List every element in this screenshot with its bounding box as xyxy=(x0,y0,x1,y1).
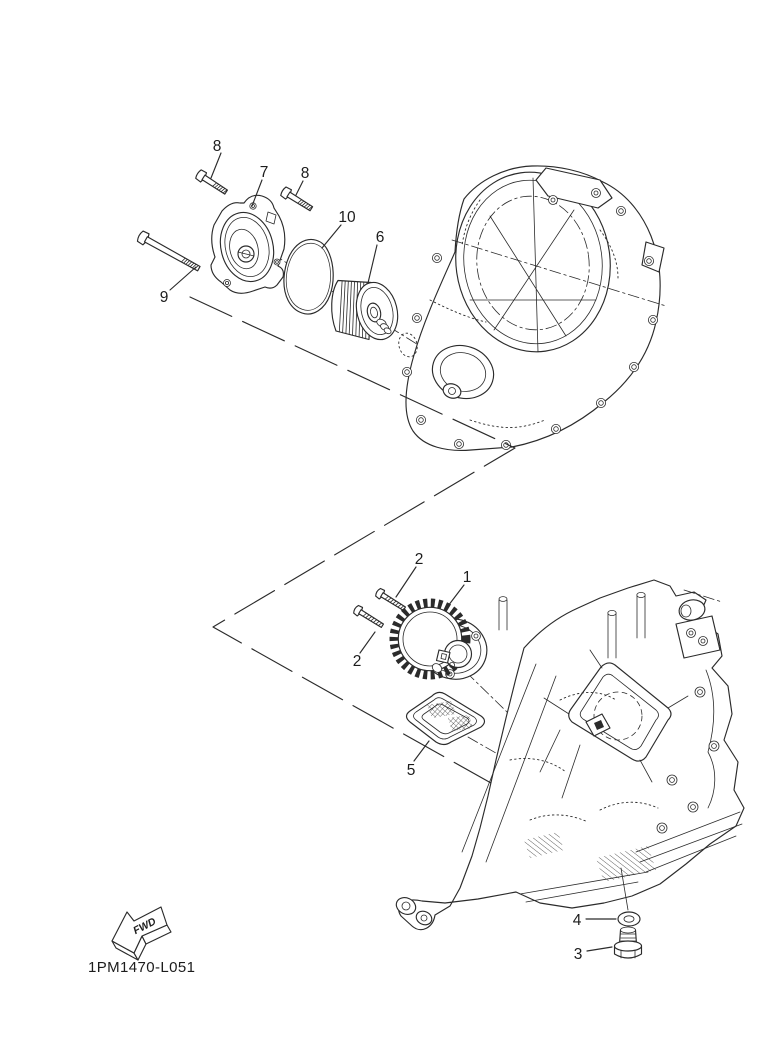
pump-drive-gear xyxy=(389,598,471,680)
callout-2-lower: 2 xyxy=(353,653,362,670)
callout-8-right: 8 xyxy=(301,165,310,182)
callout-leader-lines xyxy=(169,152,617,952)
drain-washer xyxy=(617,911,641,927)
oil-filter-element xyxy=(331,279,399,341)
callout-10: 10 xyxy=(338,209,356,226)
cylinder-studs xyxy=(498,592,646,659)
fwd-arrow-icon xyxy=(111,906,168,954)
callout-7: 7 xyxy=(260,164,269,181)
drain-plug-parts xyxy=(613,867,643,959)
cover-top-bracket xyxy=(535,167,613,209)
callout-3: 3 xyxy=(574,946,583,963)
callout-2-upper: 2 xyxy=(415,551,424,568)
sump-grill-hatch xyxy=(524,832,564,858)
sump-grill-hatch xyxy=(596,846,656,882)
strainer-mesh-patch xyxy=(427,701,456,718)
engine-mount-block xyxy=(675,615,721,659)
oil-pump-assembly xyxy=(389,598,488,680)
oil-strainer-screen xyxy=(405,691,486,746)
drain-bolt xyxy=(613,926,643,959)
fwd-marker: FWD xyxy=(111,906,172,961)
cylinder-opening xyxy=(568,662,672,762)
callout-4: 4 xyxy=(573,912,582,929)
callout-9: 9 xyxy=(160,289,169,306)
strainer-mesh-patch xyxy=(448,715,473,731)
filter-seat xyxy=(398,332,418,358)
group-divider-line xyxy=(189,296,533,807)
pump-screw-lower xyxy=(353,604,384,628)
callout-5: 5 xyxy=(407,762,416,779)
crankcase-drawing xyxy=(395,579,745,931)
callout-6: 6 xyxy=(376,229,385,246)
crankcase-cover-drawing xyxy=(398,165,667,451)
callout-8-upper: 8 xyxy=(213,138,222,155)
callout-1: 1 xyxy=(463,569,472,586)
oil-pump-cover xyxy=(210,194,286,294)
bolt-8-upper xyxy=(195,169,229,195)
diagram-code: 1PM1470-L051 xyxy=(88,959,195,976)
bolt-9-long xyxy=(136,230,201,272)
callout-labels: 8 7 8 10 6 9 2 1 2 5 4 3 xyxy=(160,138,583,963)
bolt-8-right xyxy=(280,186,314,212)
cover-bolt-holes xyxy=(401,205,659,450)
pump-cover-gasket xyxy=(283,238,334,315)
